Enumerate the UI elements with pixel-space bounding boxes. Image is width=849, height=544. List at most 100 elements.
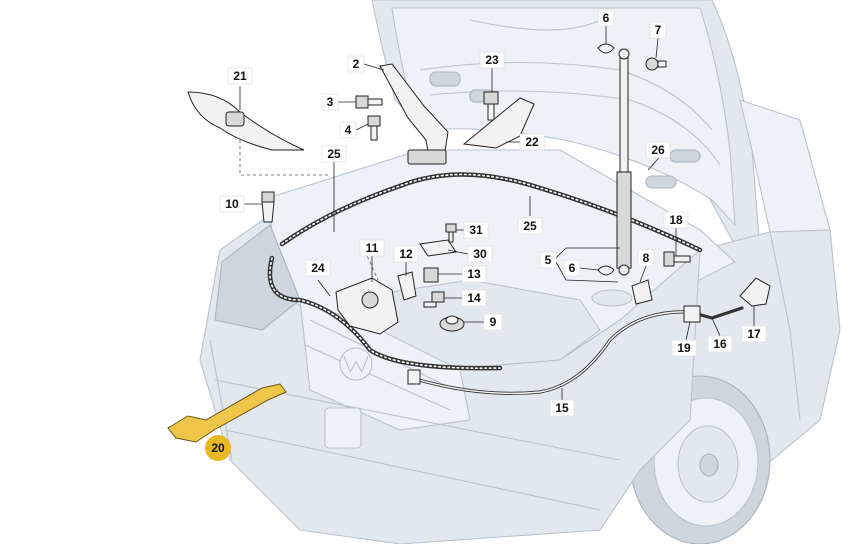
svg-text:13: 13: [467, 267, 481, 281]
part-cable-guide: [683, 305, 701, 323]
part-bolt-23: [483, 91, 499, 121]
callout-12[interactable]: 12: [393, 245, 419, 263]
svg-text:17: 17: [747, 327, 761, 341]
callout-6-top[interactable]: 6: [597, 9, 615, 27]
callout-25-center[interactable]: 25: [517, 217, 543, 235]
svg-text:12: 12: [399, 247, 413, 261]
part-grommet-9: [439, 315, 465, 332]
callout-13[interactable]: 13: [461, 265, 487, 283]
svg-text:22: 22: [525, 135, 539, 149]
hood-slot-3: [669, 149, 701, 163]
callout-3[interactable]: 3: [321, 93, 339, 111]
svg-text:8: 8: [643, 251, 650, 265]
svg-text:23: 23: [485, 53, 499, 67]
car-body: [199, 0, 841, 544]
svg-text:10: 10: [225, 197, 239, 211]
callouts: 2 3 4 5 6 6 7 8: [205, 9, 767, 461]
grille-bar-2: [304, 344, 451, 411]
svg-text:31: 31: [469, 223, 483, 237]
callout-20-highlighted[interactable]: 20: [205, 435, 231, 461]
svg-text:18: 18: [669, 213, 683, 227]
svg-text:25: 25: [327, 147, 341, 161]
hood-rib-3: [469, 19, 601, 31]
svg-text:24: 24: [311, 261, 325, 275]
parts: [167, 43, 771, 443]
release-cable-core: [411, 311, 691, 395]
callout-18[interactable]: 18: [663, 211, 689, 229]
bumper-line-2: [224, 429, 601, 511]
svg-text:4: 4: [345, 123, 352, 137]
cable-clip: [407, 369, 421, 385]
callout-15[interactable]: 15: [549, 399, 575, 417]
callout-2[interactable]: 2: [347, 55, 365, 73]
part-gas-strut: [616, 48, 632, 276]
part-lock-mechanism: [361, 291, 379, 309]
svg-text:9: 9: [490, 315, 497, 329]
part-screw-31: [445, 223, 457, 243]
callout-8[interactable]: 8: [637, 249, 655, 267]
hood-slot-1: [429, 71, 461, 87]
part-clip-12: [397, 271, 417, 301]
part-release-handle: [739, 277, 771, 307]
left-headlight: [214, 224, 301, 331]
svg-text:30: 30: [473, 247, 487, 261]
callout-30[interactable]: 30: [467, 245, 493, 263]
part-bolt-4: [367, 115, 381, 141]
part-nut-13: [423, 267, 439, 283]
callout-31[interactable]: 31: [463, 221, 489, 239]
part-bolt-14: [423, 291, 445, 308]
callout-9[interactable]: 9: [483, 313, 503, 331]
callout-4[interactable]: 4: [339, 121, 357, 139]
callout-11[interactable]: 11: [359, 239, 385, 257]
part-ball-stud-top: [645, 57, 667, 71]
part-ball-stud-bracket: [631, 279, 653, 305]
callout-24[interactable]: 24: [305, 259, 331, 277]
svg-text:3: 3: [327, 95, 334, 109]
hood-rib-1: [419, 61, 713, 131]
part-hood-bracket: [462, 97, 535, 149]
part-release-lever: [167, 383, 287, 443]
part-cover-sleeve: [187, 91, 305, 151]
part-bolt-18: [663, 251, 691, 267]
svg-text:25: 25: [523, 219, 537, 233]
vw-emblem: [339, 347, 373, 381]
front-seal-texture: [269, 257, 501, 369]
reservoir-cap: [591, 289, 633, 307]
hood-slot-4: [645, 175, 677, 189]
svg-text:6: 6: [569, 261, 576, 275]
svg-text:14: 14: [467, 291, 481, 305]
callout-23[interactable]: 23: [479, 51, 505, 69]
callout-22[interactable]: 22: [519, 133, 545, 151]
svg-text:19: 19: [677, 341, 691, 355]
callout-17[interactable]: 17: [741, 325, 767, 343]
callout-16[interactable]: 16: [707, 335, 733, 353]
callout-19[interactable]: 19: [671, 339, 697, 357]
svg-text:16: 16: [713, 337, 727, 351]
callout-10[interactable]: 10: [219, 195, 245, 213]
svg-text:6: 6: [603, 11, 610, 25]
callout-6-bottom[interactable]: 6: [563, 259, 581, 277]
part-clip-bottom: [597, 265, 615, 276]
svg-text:26: 26: [651, 143, 665, 157]
part-bolt-3: [355, 95, 383, 109]
svg-text:11: 11: [366, 241, 379, 255]
svg-text:20: 20: [211, 441, 225, 455]
part-hinge-base: [407, 149, 447, 165]
svg-text:5: 5: [545, 253, 552, 267]
svg-text:7: 7: [655, 23, 662, 37]
callout-21[interactable]: 21: [227, 67, 253, 85]
part-stop-buffer: [261, 191, 275, 223]
svg-text:15: 15: [555, 401, 569, 415]
svg-text:21: 21: [233, 69, 247, 83]
callout-25-left[interactable]: 25: [321, 145, 347, 163]
license-plate-mount: [324, 407, 362, 449]
callout-26[interactable]: 26: [645, 141, 671, 159]
callout-14[interactable]: 14: [461, 289, 487, 307]
part-sleeve-band: [225, 111, 245, 127]
svg-text:2: 2: [353, 57, 360, 71]
callout-5[interactable]: 5: [539, 251, 557, 269]
callout-7[interactable]: 7: [649, 21, 667, 39]
bumper-edge: [209, 339, 233, 461]
